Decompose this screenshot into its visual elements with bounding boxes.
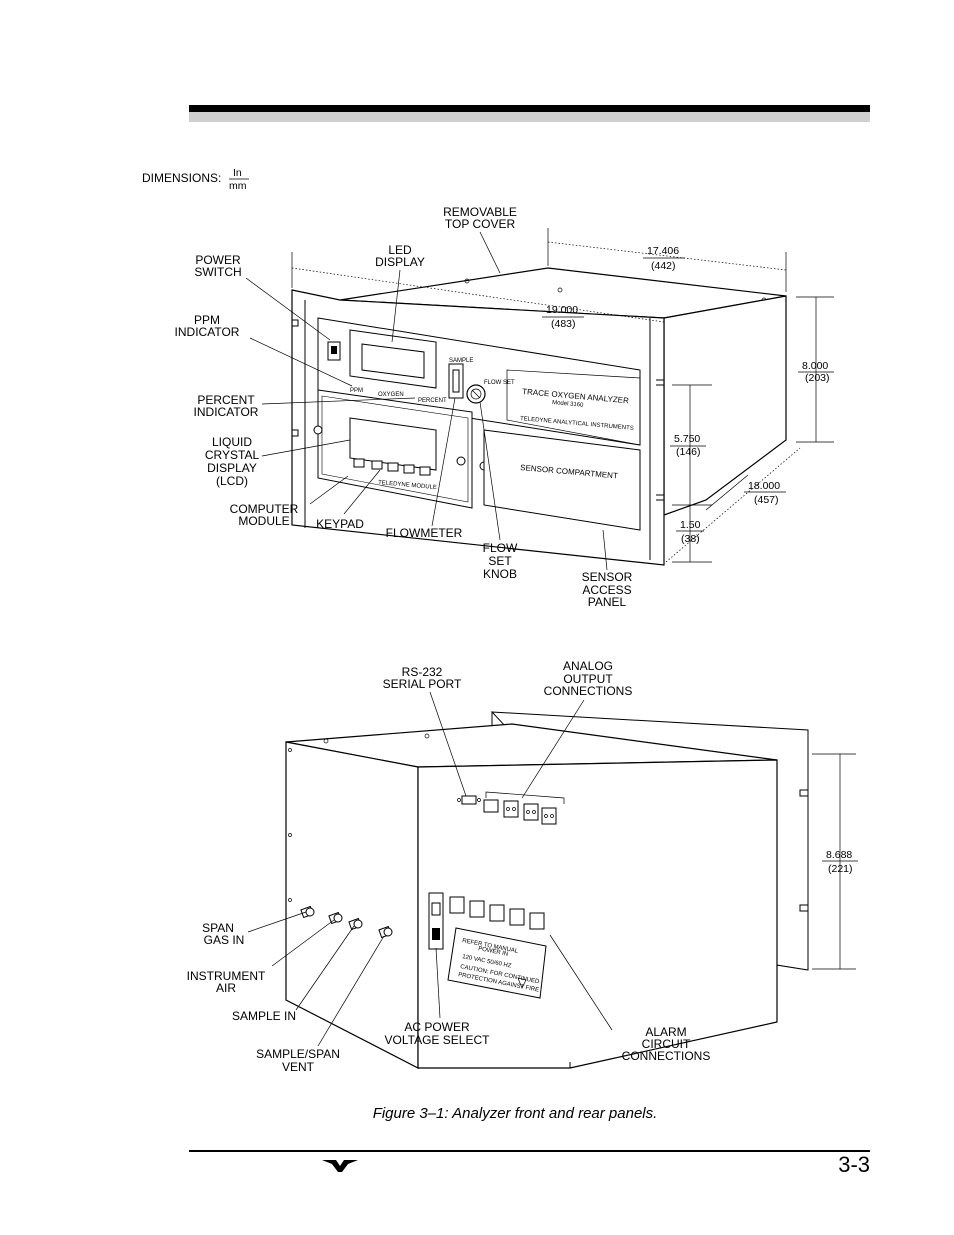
front-oxygen-text: OXYGEN: [378, 392, 404, 398]
dim-depth-in: 18.000: [748, 480, 780, 492]
label-lcd-3: DISPLAY: [207, 461, 257, 475]
label-alarm-circuit-1: ALARM: [645, 1025, 686, 1039]
dim-width-in: 19.000: [546, 304, 578, 316]
label-flow-set-knob-1: FLOW: [483, 541, 518, 555]
label-instrument-air-1: INSTRUMENT: [187, 969, 266, 983]
dim-offset-mm: (38): [681, 533, 700, 545]
label-alarm-circuit-3: CONNECTIONS: [622, 1049, 711, 1063]
label-percent-indicator-2: INDICATOR: [194, 405, 259, 419]
dim-width-mm: (483): [551, 318, 576, 330]
dim-depth-mm: (457): [754, 494, 779, 506]
dimensions-unit-mm: mm: [229, 180, 247, 192]
label-analog-output-1: ANALOG: [563, 659, 613, 673]
dimensions-label: DIMENSIONS:: [142, 171, 221, 185]
label-removable-top-cover-2: TOP COVER: [445, 217, 516, 231]
label-power-switch-1: POWER: [195, 253, 241, 267]
label-span-gas-in-1: SPAN: [202, 921, 234, 935]
dim-depth-top-mm: (442): [651, 260, 676, 272]
label-flowmeter: FLOWMETER: [386, 526, 463, 540]
label-alarm-circuit-2: CIRCUIT: [642, 1037, 691, 1051]
rear-warning-line-2: POWER IN: [478, 946, 509, 958]
front-model-text: Model 3160: [552, 400, 584, 409]
label-sample-span-vent-1: SAMPLE/SPAN: [256, 1047, 340, 1061]
label-rs232-2: SERIAL PORT: [383, 677, 462, 691]
label-lcd-4: (LCD): [216, 474, 248, 488]
label-sample-span-vent-2: VENT: [282, 1060, 315, 1074]
label-rs232-1: RS-232: [402, 665, 443, 679]
dim-height-in: 8.000: [802, 360, 828, 372]
dim-rear-height-mm: (221): [828, 863, 853, 875]
front-percent-text: PERCENT: [418, 398, 447, 404]
front-keypad-text: TELEDYNE MODULE: [378, 480, 437, 491]
dim-panel-height-in: 5.750: [674, 433, 700, 445]
label-instrument-air-2: AIR: [216, 981, 236, 995]
footer-rule: [189, 1150, 870, 1152]
front-sample-text: SAMPLE: [449, 358, 473, 364]
label-ac-power-1: AC POWER: [404, 1020, 470, 1034]
label-computer-module-2: MODULE: [238, 514, 289, 528]
dim-panel-height-mm: (146): [676, 446, 701, 458]
label-led-display-2: DISPLAY: [375, 255, 425, 269]
page-number: 3-3: [838, 1152, 870, 1177]
label-ppm-indicator-2: INDICATOR: [175, 325, 240, 339]
label-sensor-access-panel-2: ACCESS: [582, 583, 631, 597]
label-sensor-access-panel-3: PANEL: [588, 595, 627, 609]
rear-view: REFER TO MANUAL POWER IN 120 VAC 50/60 H…: [285, 711, 856, 1069]
dim-depth-top-in: 17.406: [647, 245, 679, 257]
label-ac-power-2: VOLTAGE SELECT: [385, 1033, 491, 1047]
label-led-display-1: LED: [388, 243, 412, 257]
dim-offset-in: 1.50: [680, 519, 701, 531]
label-ppm-indicator-1: PPM: [194, 313, 220, 327]
label-flow-set-knob-2: SET: [488, 554, 512, 568]
label-sensor-access-panel-1: SENSOR: [582, 570, 633, 584]
label-power-switch-2: SWITCH: [194, 265, 241, 279]
teledyne-logo-icon: [322, 1160, 358, 1172]
label-analog-output-3: CONNECTIONS: [544, 684, 633, 698]
label-lcd-1: LIQUID: [212, 435, 252, 449]
label-removable-top-cover-1: REMOVABLE: [443, 205, 517, 219]
dim-height-mm: (203): [805, 372, 830, 384]
dim-rear-height-in: 8.688: [826, 849, 852, 861]
front-view: PPM OXYGEN PERCENT SAMPLE FLOW SET TRACE…: [291, 228, 834, 566]
header-rule-black: [189, 105, 870, 112]
label-sample-in: SAMPLE IN: [232, 1009, 296, 1023]
label-percent-indicator-1: PERCENT: [197, 393, 255, 407]
label-analog-output-2: OUTPUT: [563, 672, 613, 686]
label-keypad: KEYPAD: [316, 517, 364, 531]
dimensions-unit-in: In: [233, 167, 242, 179]
front-ppm-text: PPM: [350, 388, 363, 394]
label-lcd-2: CRYSTAL: [205, 448, 260, 462]
label-flow-set-knob-3: KNOB: [483, 567, 517, 581]
label-computer-module-1: COMPUTER: [230, 502, 299, 516]
header-rule-gray: [189, 112, 870, 122]
figure-caption: Figure 3–1: Analyzer front and rear pane…: [372, 1105, 658, 1122]
front-flowset-text: FLOW SET: [484, 380, 515, 386]
label-span-gas-in-2: GAS IN: [204, 933, 245, 947]
